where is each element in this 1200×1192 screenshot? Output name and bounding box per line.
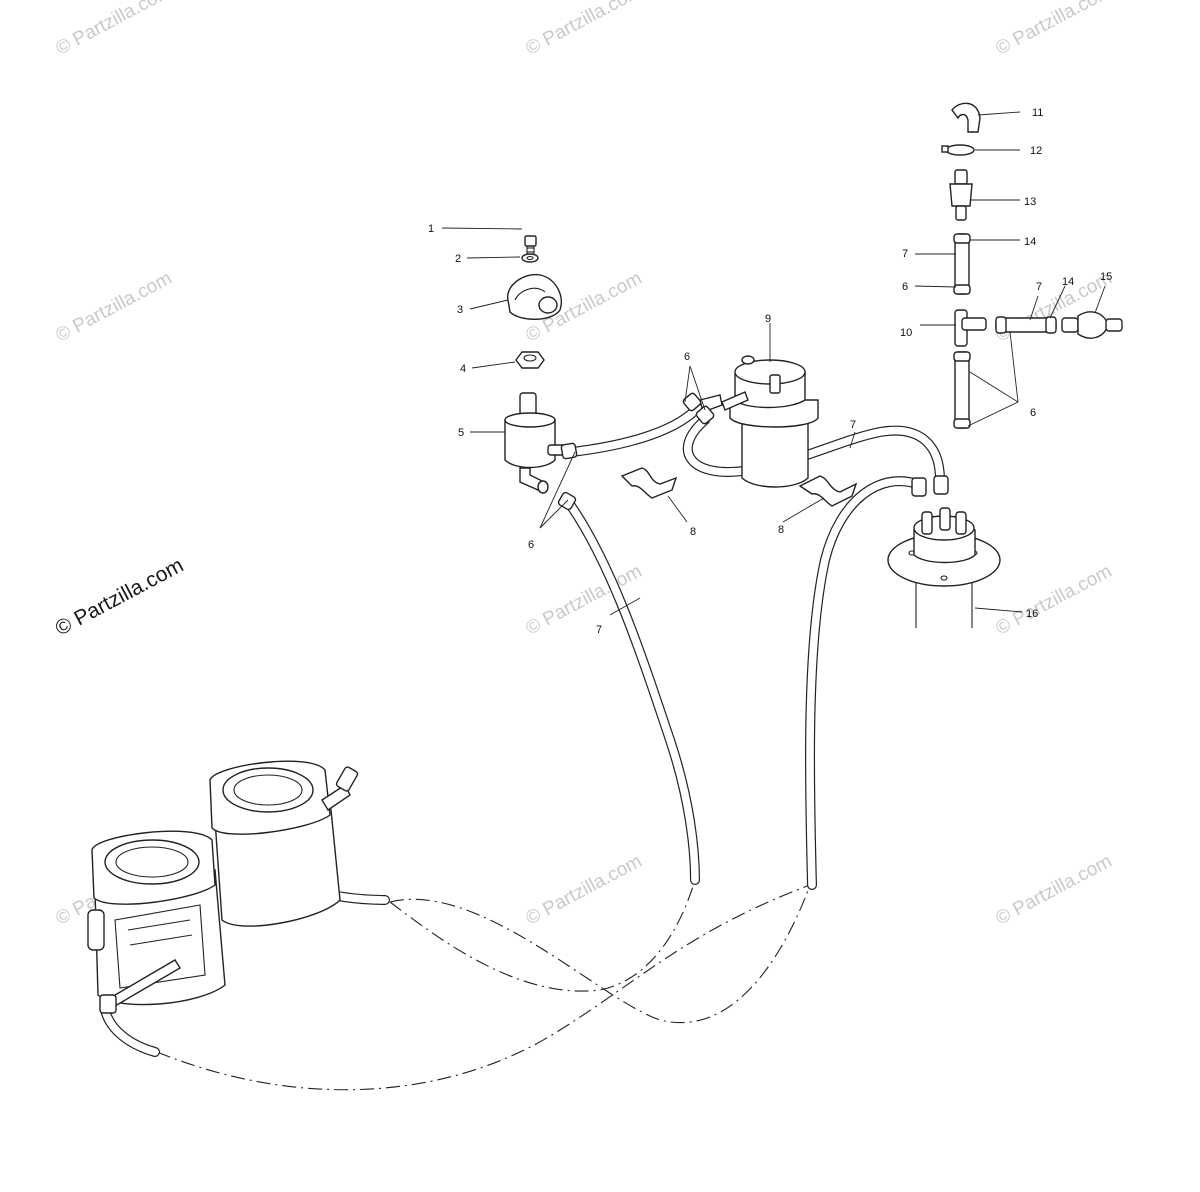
check-valve-part-13 [949,169,973,221]
callout-4: 4 [460,363,466,375]
vent-hose-side-part-7 [995,316,1057,334]
callout-5: 5 [458,427,464,439]
watermark-text: © Partzilla.com [522,851,645,930]
fuel-filter-part-5 [504,392,575,494]
callout-12: 12 [1030,145,1042,157]
phantom-lines [156,879,811,1091]
watermark-text: © Partzilla.com [52,0,175,59]
vent-fitting-part-11 [951,102,981,133]
tank-pickup-part-16 [887,507,1001,628]
callout-1: 1 [428,223,434,235]
callout-6: 6 [528,539,534,551]
hose-filter-to-pump [567,400,705,457]
phantom-line [389,884,811,1023]
callout-7: 7 [596,624,602,636]
phantom-line [389,879,696,992]
hose-clamps-part-6 [557,392,949,511]
vent-valve-part-15 [1061,311,1123,339]
callout-6: 6 [1030,407,1036,419]
fuel-pump-part-9 [699,355,819,488]
callout-11: 11 [1032,107,1043,119]
callout-10: 10 [900,327,912,339]
vent-hose-lower-part-7 [953,351,971,429]
callout-7: 7 [1036,281,1042,293]
washer-part-2 [521,253,539,263]
tee-fitting-part-10 [954,309,987,347]
watermark-text: © Partzilla.com [522,0,645,59]
watermark-main-text: © Partzilla.com [52,554,188,641]
callout-9: 9 [765,313,771,325]
callout-labels: 1 2 3 4 5 6 6 6 6 7 7 7 7 8 8 9 10 11 12… [428,107,1112,636]
nut-part-4 [515,351,545,369]
hose-left-long [562,495,700,885]
carburetor-assembly [87,760,359,1014]
callout-6: 6 [684,351,690,363]
callout-7: 7 [850,419,856,431]
callout-2: 2 [455,253,461,265]
leader-lines [441,111,1106,616]
watermark-text: © Partzilla.com [992,561,1115,640]
callout-16: 16 [1026,608,1038,620]
hose-clip-part-8 [798,475,858,507]
knob-part-3 [507,273,562,320]
callout-13: 13 [1024,196,1036,208]
callout-14: 14 [1024,236,1036,248]
watermark-text: © Partzilla.com [52,268,175,347]
hose-lines [100,400,945,1057]
callout-8: 8 [778,524,784,536]
watermark-text: © Partzilla.com [992,851,1115,930]
clamp-part-12 [941,144,975,156]
callout-14: 14 [1062,276,1074,288]
callout-8: 8 [690,526,696,538]
screw-part-1 [524,235,537,262]
phantom-line [156,884,811,1091]
callout-3: 3 [457,304,463,316]
watermark-text: © Partzilla.com [992,0,1115,59]
callout-6: 6 [902,281,908,293]
callout-15: 15 [1100,271,1112,283]
callout-7: 7 [902,248,908,260]
vent-hose-part-7 [953,233,971,295]
hose-clip-part-8 [620,467,678,499]
